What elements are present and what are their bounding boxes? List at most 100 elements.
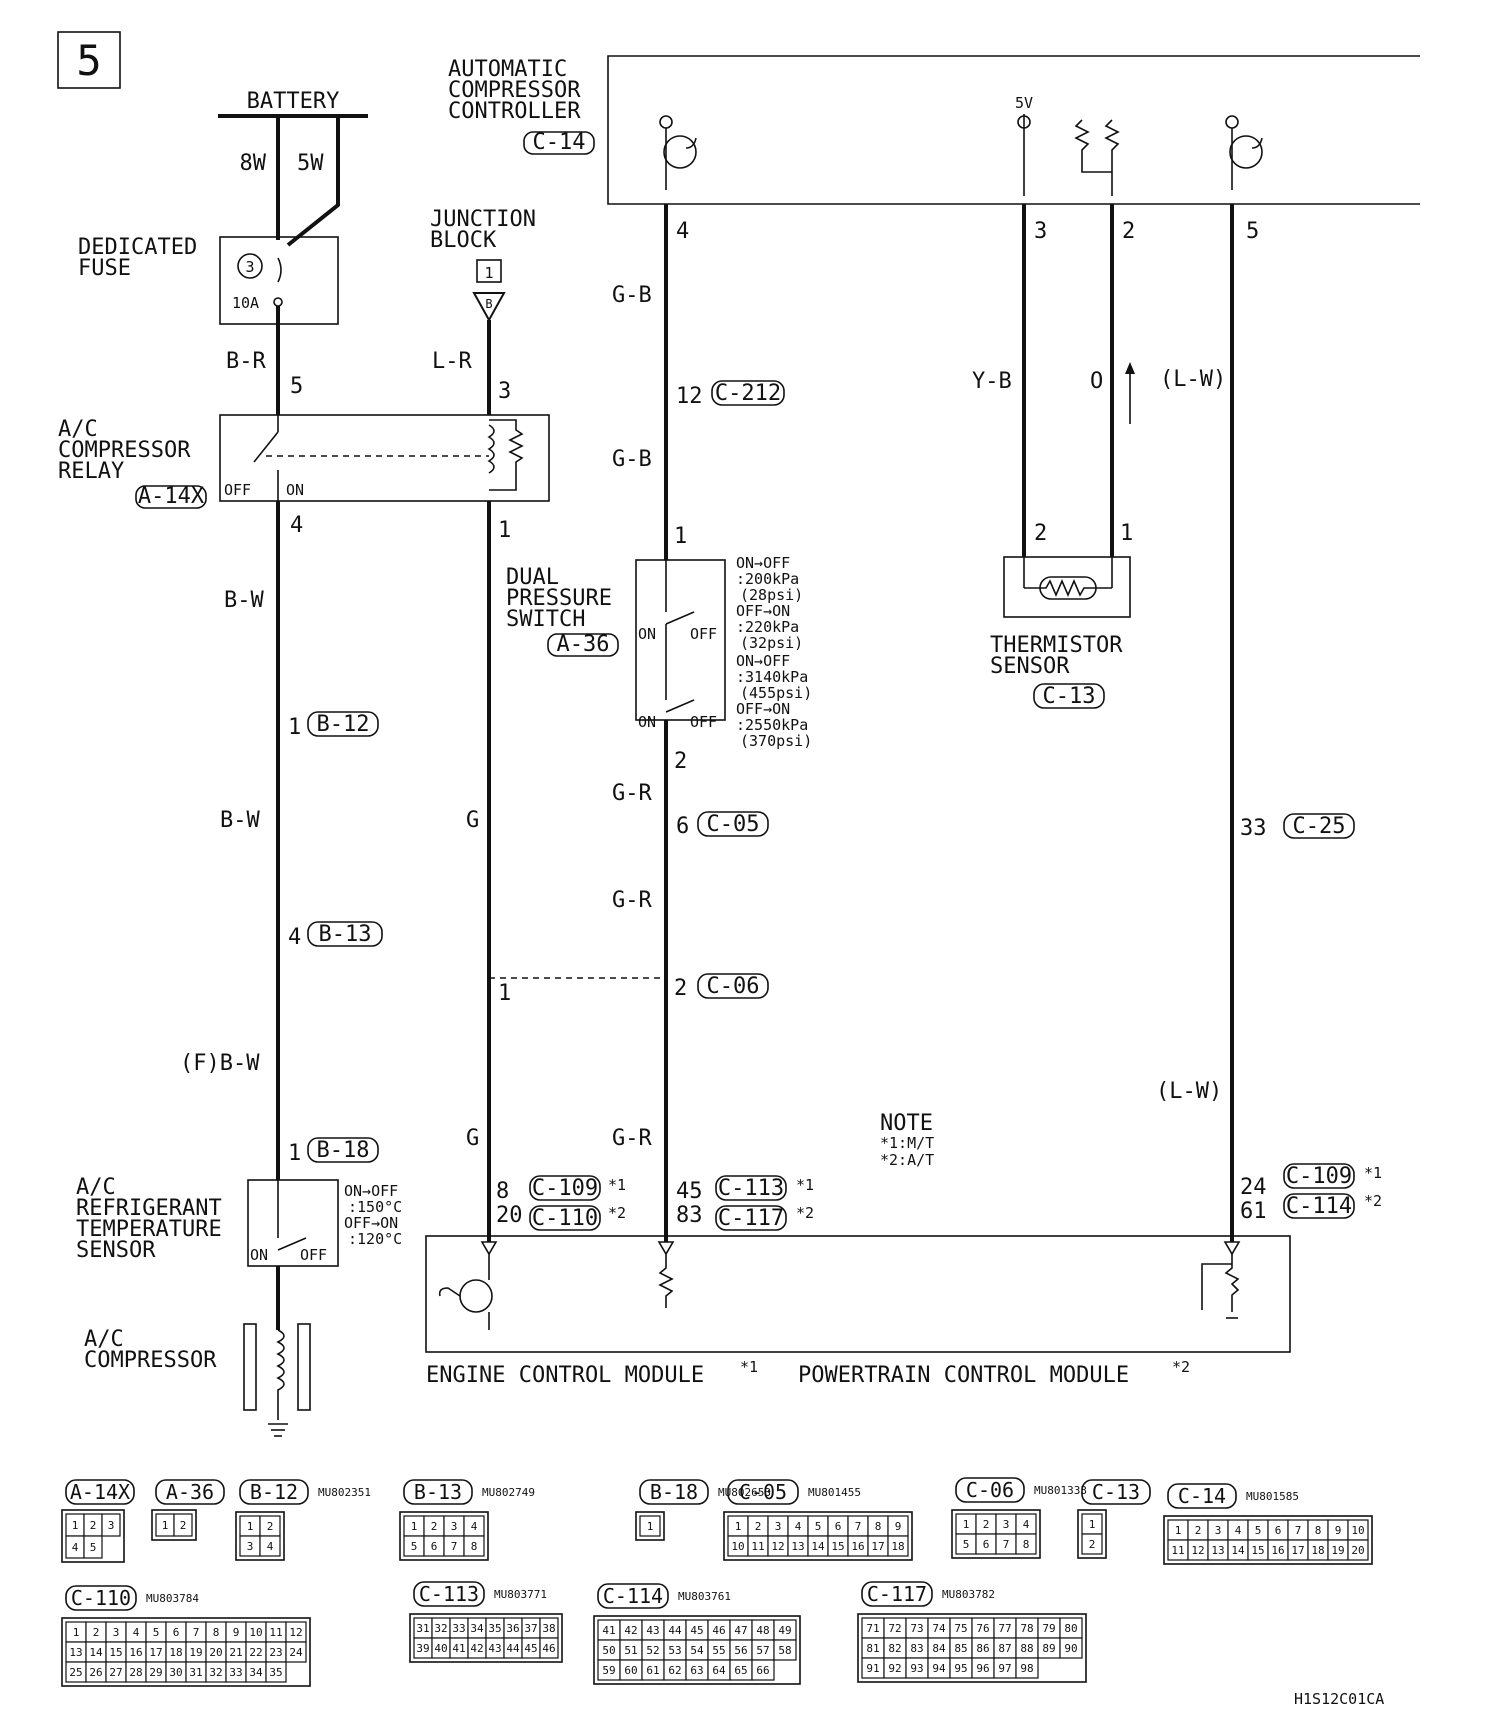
- legend-pin: 64: [712, 1664, 726, 1677]
- c110-mark: *2: [608, 1204, 626, 1222]
- fuse-number-circle: [237, 253, 263, 279]
- refrigerant-note-2: :150°C: [348, 1198, 402, 1216]
- legend-pin-cell: [259, 1535, 281, 1557]
- legend-pin: 16: [851, 1540, 864, 1553]
- legend-connector-body: [61, 1509, 125, 1563]
- legend-pin-cell: [1015, 1657, 1039, 1679]
- legend-tag: C-13: [1092, 1480, 1140, 1504]
- legend-tag-box: [239, 1479, 309, 1505]
- legend-pin: 3: [775, 1520, 782, 1533]
- legend-tag-box: [955, 1477, 1025, 1503]
- dps-note-9: (455psi): [740, 684, 812, 702]
- ecm-mark: *1: [740, 1358, 758, 1376]
- legend-pin: 20: [1351, 1544, 1364, 1557]
- wire-gr-label-1: G-R: [612, 781, 652, 806]
- legend-part-number: MU803784: [146, 1592, 199, 1605]
- legend-pin: 15: [1251, 1544, 1264, 1557]
- legend-pin: 4: [72, 1541, 79, 1554]
- legend-tag-box: [403, 1479, 473, 1505]
- c109a-connector-tag: C-109: [529, 1175, 601, 1201]
- legend-pin: 87: [998, 1642, 1011, 1655]
- legend-connector-body: [1077, 1509, 1107, 1559]
- legend-pin: 84: [932, 1642, 946, 1655]
- legend-tag: B-12: [250, 1480, 298, 1504]
- legend-connector-body: [409, 1613, 563, 1663]
- ecm-pin-83: 83: [676, 1203, 703, 1228]
- legend-pin: 1: [411, 1520, 418, 1533]
- legend-pin-cell: [83, 1535, 103, 1559]
- legend-pin: 35: [269, 1666, 282, 1679]
- legend-tag-box: [65, 1479, 135, 1505]
- legend-pin: 6: [983, 1538, 990, 1551]
- legend-part-number: MU801585: [1246, 1490, 1299, 1503]
- legend-tag: A-14X: [70, 1480, 130, 1504]
- dps-pin-2: 2: [674, 749, 687, 774]
- controller-label-line2: COMPRESSOR: [448, 78, 581, 103]
- legend-pin: 31: [189, 1666, 202, 1679]
- legend-pin: 1: [647, 1520, 654, 1533]
- legend-pin: 7: [193, 1626, 200, 1639]
- c109a-mark: *1: [608, 1176, 626, 1194]
- legend-pin: 47: [734, 1624, 747, 1637]
- legend-pin-cell: [173, 1513, 193, 1537]
- legend-pin: 15: [831, 1540, 844, 1553]
- legend-tag: B-18: [650, 1480, 698, 1504]
- legend-connector-body: [635, 1511, 665, 1541]
- legend-pin: 10: [249, 1626, 262, 1639]
- legend-pin: 56: [734, 1644, 747, 1657]
- c117-mark: *2: [796, 1204, 814, 1222]
- c25-connector-tag: C-25: [1283, 813, 1355, 839]
- legend-pin: 46: [712, 1624, 725, 1637]
- legend-pin: 97: [998, 1662, 1011, 1675]
- legend-pin: 3: [113, 1626, 120, 1639]
- legend-tag: C-113: [419, 1582, 479, 1606]
- legend-pin: 90: [1064, 1642, 1077, 1655]
- wire-5w: [286, 116, 340, 247]
- legend-pin: 76: [976, 1622, 989, 1635]
- dps-connector-tag: A-36: [547, 632, 619, 657]
- legend-pin: 83: [910, 1642, 923, 1655]
- legend-pin: 43: [646, 1624, 659, 1637]
- dps-note-1: ON→OFF: [736, 554, 790, 572]
- legend-pin: 6: [173, 1626, 180, 1639]
- legend-pin: 11: [1171, 1544, 1184, 1557]
- b13-tag-text: B-13: [319, 922, 372, 947]
- junction-terminal: [472, 292, 506, 323]
- refrigerant-off: OFF: [300, 1246, 327, 1264]
- controller-transistor-1: [663, 135, 697, 169]
- c212-tag-text: C-212: [715, 381, 781, 406]
- legend-connector-body: [399, 1511, 489, 1561]
- legend-pin: 9: [895, 1520, 902, 1533]
- legend-pin-cell: [539, 1637, 559, 1659]
- dps-note-7: ON→OFF: [736, 652, 790, 670]
- legend-pin: 10: [1351, 1524, 1364, 1537]
- legend-pin: 2: [1089, 1538, 1096, 1551]
- fuse-label-line1: DEDICATED: [78, 235, 197, 260]
- c06-connector-tag: C-06: [697, 973, 769, 999]
- legend-tag-box: [65, 1585, 137, 1611]
- c212-connector-tag: C-212: [711, 380, 785, 406]
- legend-pin: 18: [169, 1646, 182, 1659]
- refrigerant-label-line3: TEMPERATURE: [76, 1217, 222, 1242]
- legend-pin: 26: [89, 1666, 102, 1679]
- controller-connector-tag: C-14: [523, 130, 595, 155]
- legend-pin: 73: [910, 1622, 923, 1635]
- pcm-mark: *2: [1172, 1358, 1190, 1376]
- relay-on-label: ON: [286, 481, 304, 499]
- legend-pin: 61: [646, 1664, 659, 1677]
- legend-pin: 22: [249, 1646, 262, 1659]
- c110-tag-text: C-110: [532, 1206, 598, 1231]
- legend-pin: 24: [289, 1646, 303, 1659]
- c05-tag-text: C-05: [707, 812, 760, 837]
- legend-pin: 11: [269, 1626, 282, 1639]
- thermistor-pin-2: 2: [1034, 521, 1047, 546]
- legend-pin: 29: [149, 1666, 162, 1679]
- legend-pin: 77: [998, 1622, 1011, 1635]
- controller-transistor-1-supply: [659, 115, 673, 129]
- legend-pin: 80: [1064, 1622, 1077, 1635]
- note-line-1: *1:M/T: [880, 1134, 934, 1152]
- fuse-label-line2: FUSE: [78, 256, 131, 281]
- legend-pin: 8: [1315, 1524, 1322, 1537]
- legend-pin: 7: [855, 1520, 862, 1533]
